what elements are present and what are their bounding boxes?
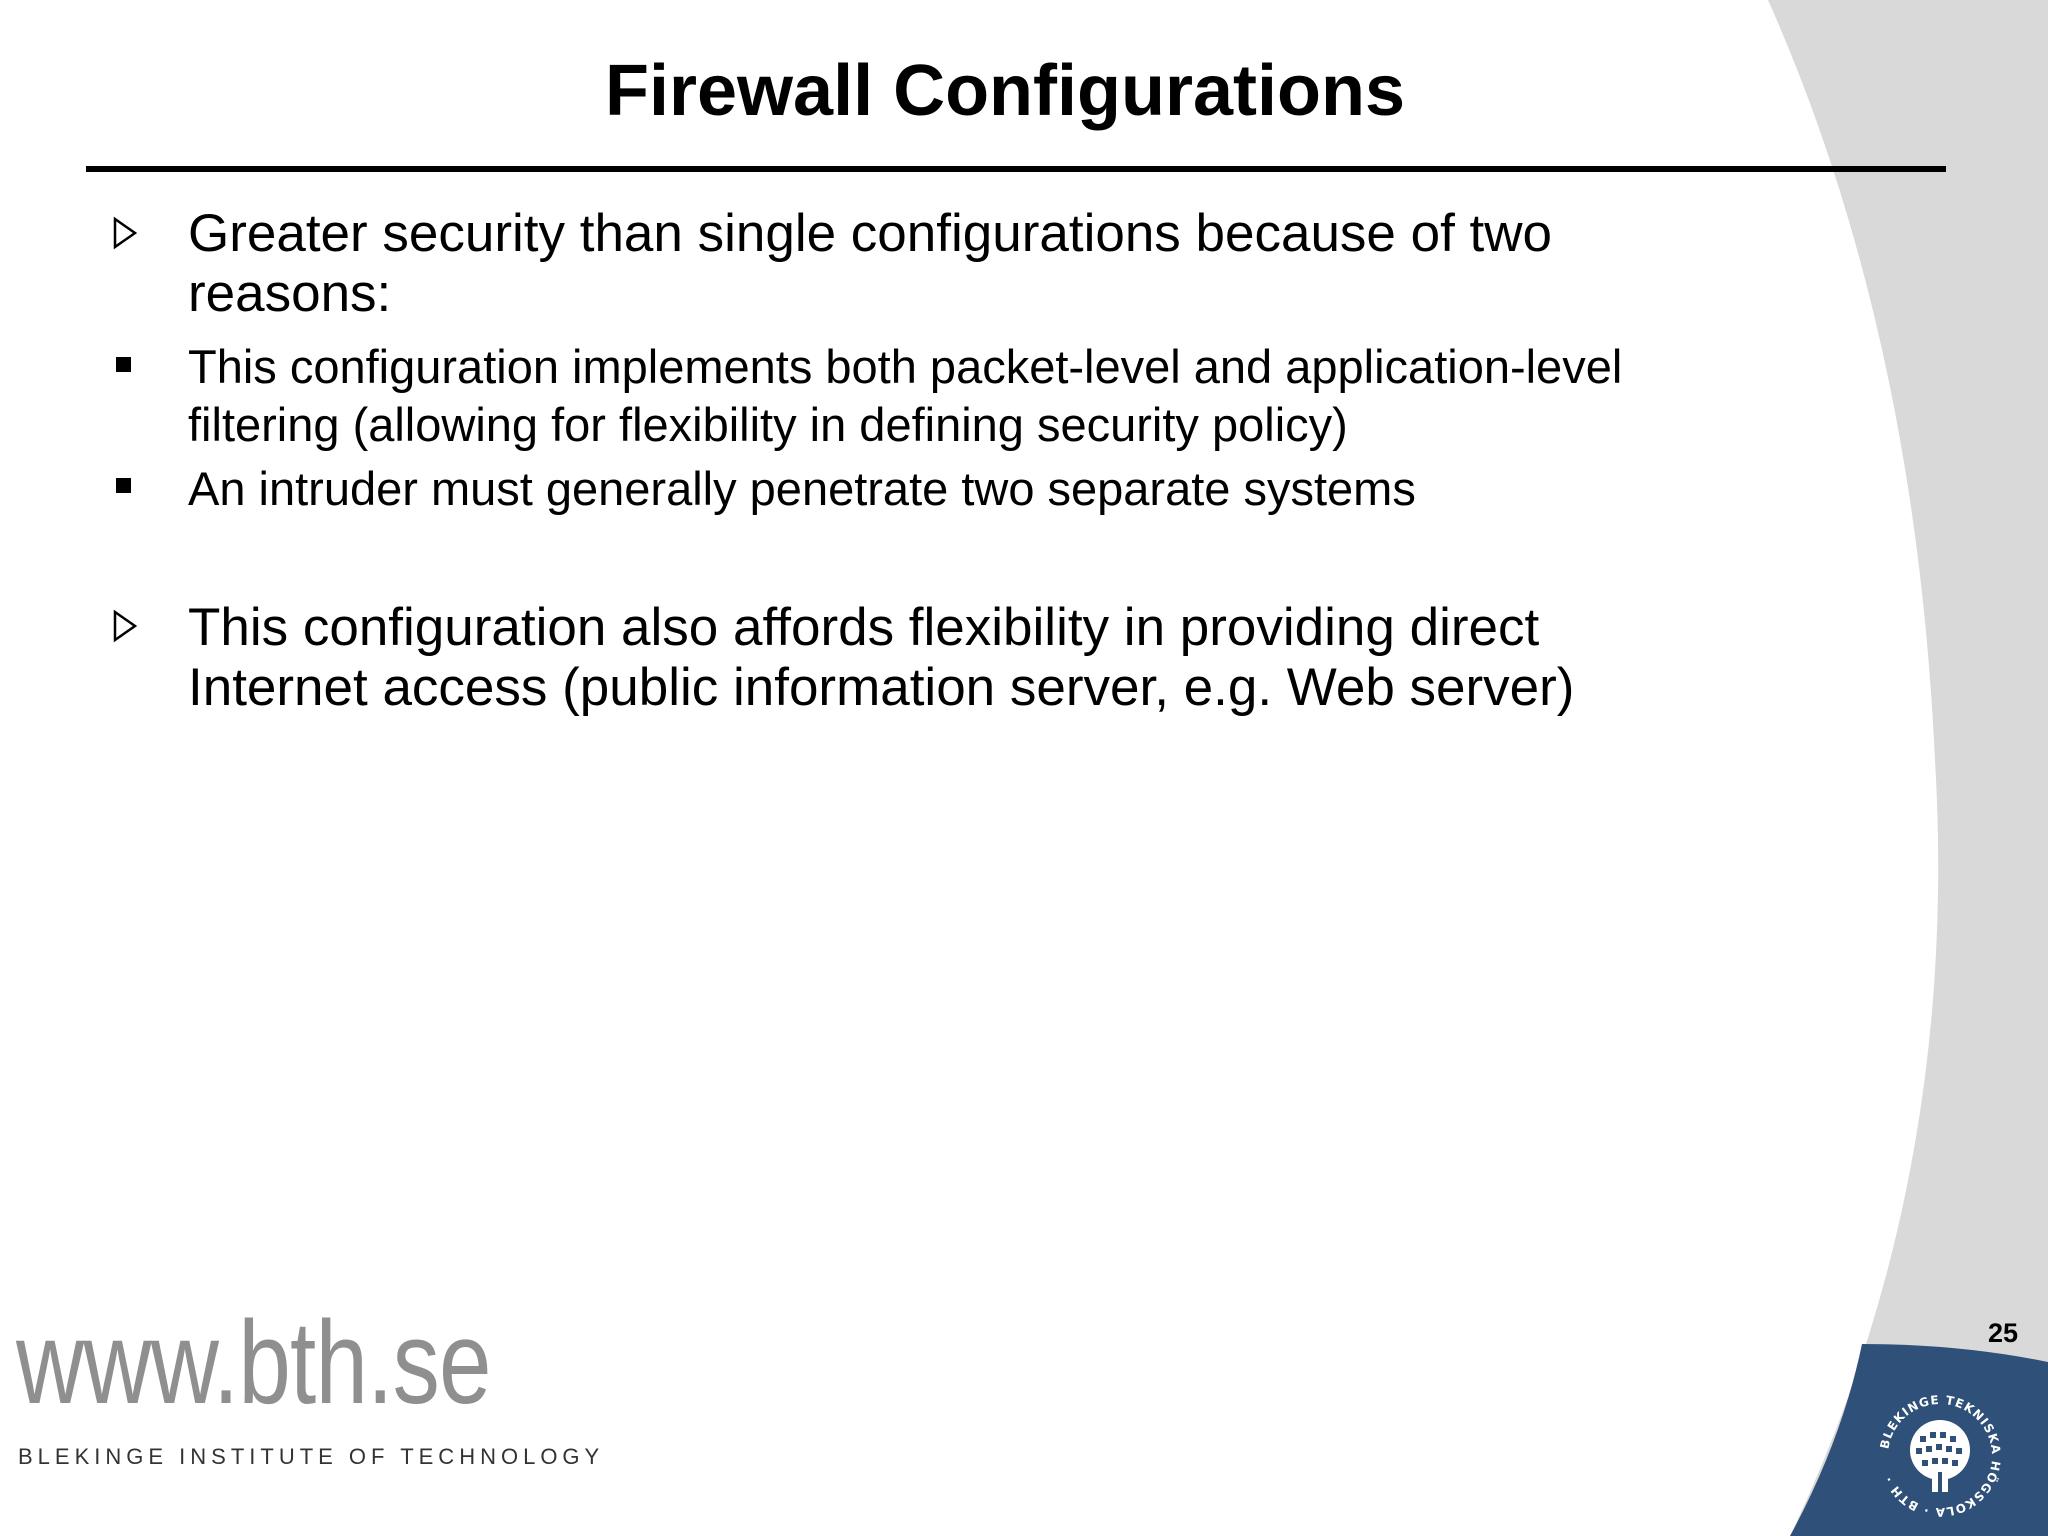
bullet-line: Greater security than single configurati… (188, 204, 1553, 263)
slide-title: Firewall Configurations (604, 51, 1406, 131)
bullet-line: This configuration implements both packe… (188, 340, 1623, 393)
bullet-line: Internet access (public information serv… (188, 658, 1575, 717)
side-gray-band (1768, 0, 2048, 1536)
bullet-item-1: Greater security than single configurati… (188, 204, 1788, 324)
bullet-line: filtering (allowing for flexibility in d… (188, 398, 1348, 451)
sub-bullet-item-1: This configuration implements both packe… (188, 338, 1788, 454)
sub-bullet-item-2: An intruder must generally penetrate two… (188, 460, 1788, 518)
bth-seal-logo: BLEKINGE TEKNISKA HÖGSKOLA · BTH · (1877, 1393, 2002, 1519)
footer-url: www.bth.se (16, 1297, 492, 1429)
square-bullet-icon (116, 478, 131, 493)
triangle-bullet-icon (113, 216, 138, 250)
triangle-bullet-icon (113, 609, 138, 643)
bullet-line: This configuration also affords flexibil… (188, 598, 1540, 657)
title-divider (86, 166, 1946, 172)
bullet-item-2: This configuration also affords flexibil… (188, 598, 1788, 718)
page-number: 25 (1988, 1318, 2019, 1348)
footer-institution: BLEKINGE INSTITUTE OF TECHNOLOGY (18, 1444, 605, 1469)
bullet-line: An intruder must generally penetrate two… (188, 462, 1416, 515)
square-bullet-icon (116, 357, 131, 372)
bullet-line: reasons: (188, 264, 392, 323)
